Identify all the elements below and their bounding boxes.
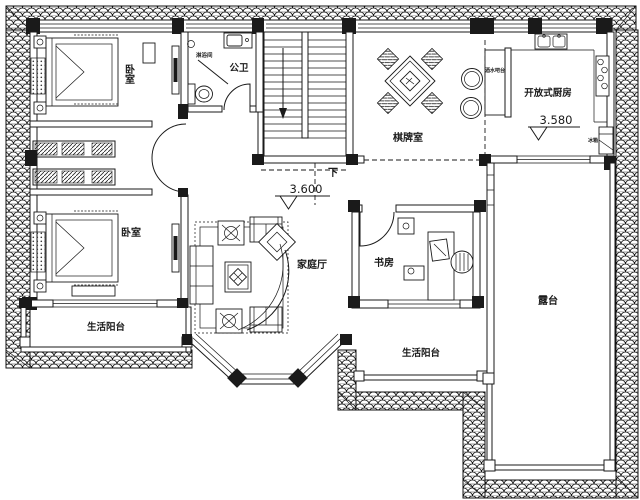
fridge-label: 冰箱 xyxy=(588,137,598,144)
office-chair xyxy=(450,250,474,274)
top-window-mullions xyxy=(40,23,596,29)
bedroom2-window xyxy=(53,299,157,308)
corner-armchair xyxy=(257,222,297,262)
study-window xyxy=(388,299,460,309)
wardrobe-vestibule xyxy=(32,123,187,193)
tile-corner-seams xyxy=(5,5,639,499)
study: 书房 xyxy=(359,211,474,301)
shower-head-icon xyxy=(187,40,195,48)
chess-room: 棋牌室 xyxy=(376,47,444,144)
stairs-down-label: 下 xyxy=(328,167,338,179)
cabinet xyxy=(397,217,415,235)
hall-elevation-value: 3.600 xyxy=(290,182,323,196)
bay-window xyxy=(182,333,352,388)
bedroom-bottom-label: 卧室 xyxy=(121,226,141,239)
opening-dashed-lines xyxy=(261,40,486,205)
study-door xyxy=(359,211,395,247)
roof-tiles-bottom-left xyxy=(29,349,193,369)
study-label: 书房 xyxy=(374,256,394,269)
bedroom-top-label: 卧室 xyxy=(123,63,135,84)
staircase: 下 xyxy=(263,31,347,179)
fridge xyxy=(598,126,614,155)
balcony-bottom-label: 生活阳台 xyxy=(402,347,441,359)
bar-label: 酒水吧台 xyxy=(485,67,505,74)
shower-enclosure xyxy=(197,59,229,85)
bedroom-top: 卧室 xyxy=(30,34,180,115)
vestibule-door-swing xyxy=(151,123,187,193)
toilet xyxy=(187,83,196,105)
bathroom-door xyxy=(223,83,251,111)
roof-tiles-mid-horizontal xyxy=(355,391,464,411)
bedroom-bottom: 卧室 xyxy=(30,210,180,297)
kitchen-sink xyxy=(534,33,568,50)
roof-tiles-right xyxy=(615,29,639,499)
bathroom-label: 公卫 xyxy=(229,63,249,74)
chess-room-label: 棋牌室 xyxy=(392,131,423,144)
kitchen-elevation-value: 3.580 xyxy=(540,113,573,127)
shower-label: 淋浴间 xyxy=(196,51,213,59)
kitchen-label: 开放式厨房 xyxy=(524,87,572,99)
bathroom: 公卫 淋浴间 xyxy=(187,32,253,111)
roof-tiles-bottom xyxy=(484,479,617,499)
family-hall: 家庭厅 xyxy=(189,216,327,334)
roof-tiles-low-vertical xyxy=(462,391,486,499)
computer xyxy=(429,238,450,262)
parapets xyxy=(19,162,616,472)
chaise-sofa xyxy=(189,245,214,305)
decor-arc xyxy=(246,249,290,331)
bar-counter: 酒水吧台 xyxy=(460,47,512,119)
low-cabinet xyxy=(403,265,425,281)
bed xyxy=(45,37,119,107)
terrace-label: 露台 xyxy=(538,294,558,307)
hall-elevation-marker: 3.600 xyxy=(275,182,330,210)
kitchen: 冰箱 开放式厨房 3.580 xyxy=(511,33,614,155)
kitchen-window xyxy=(517,155,590,164)
bed xyxy=(45,213,119,283)
roof-tile-border xyxy=(5,5,639,499)
family-hall-label: 家庭厅 xyxy=(297,258,327,271)
top-wall xyxy=(29,19,613,33)
balcony-left-label: 生活阳台 xyxy=(87,321,126,333)
